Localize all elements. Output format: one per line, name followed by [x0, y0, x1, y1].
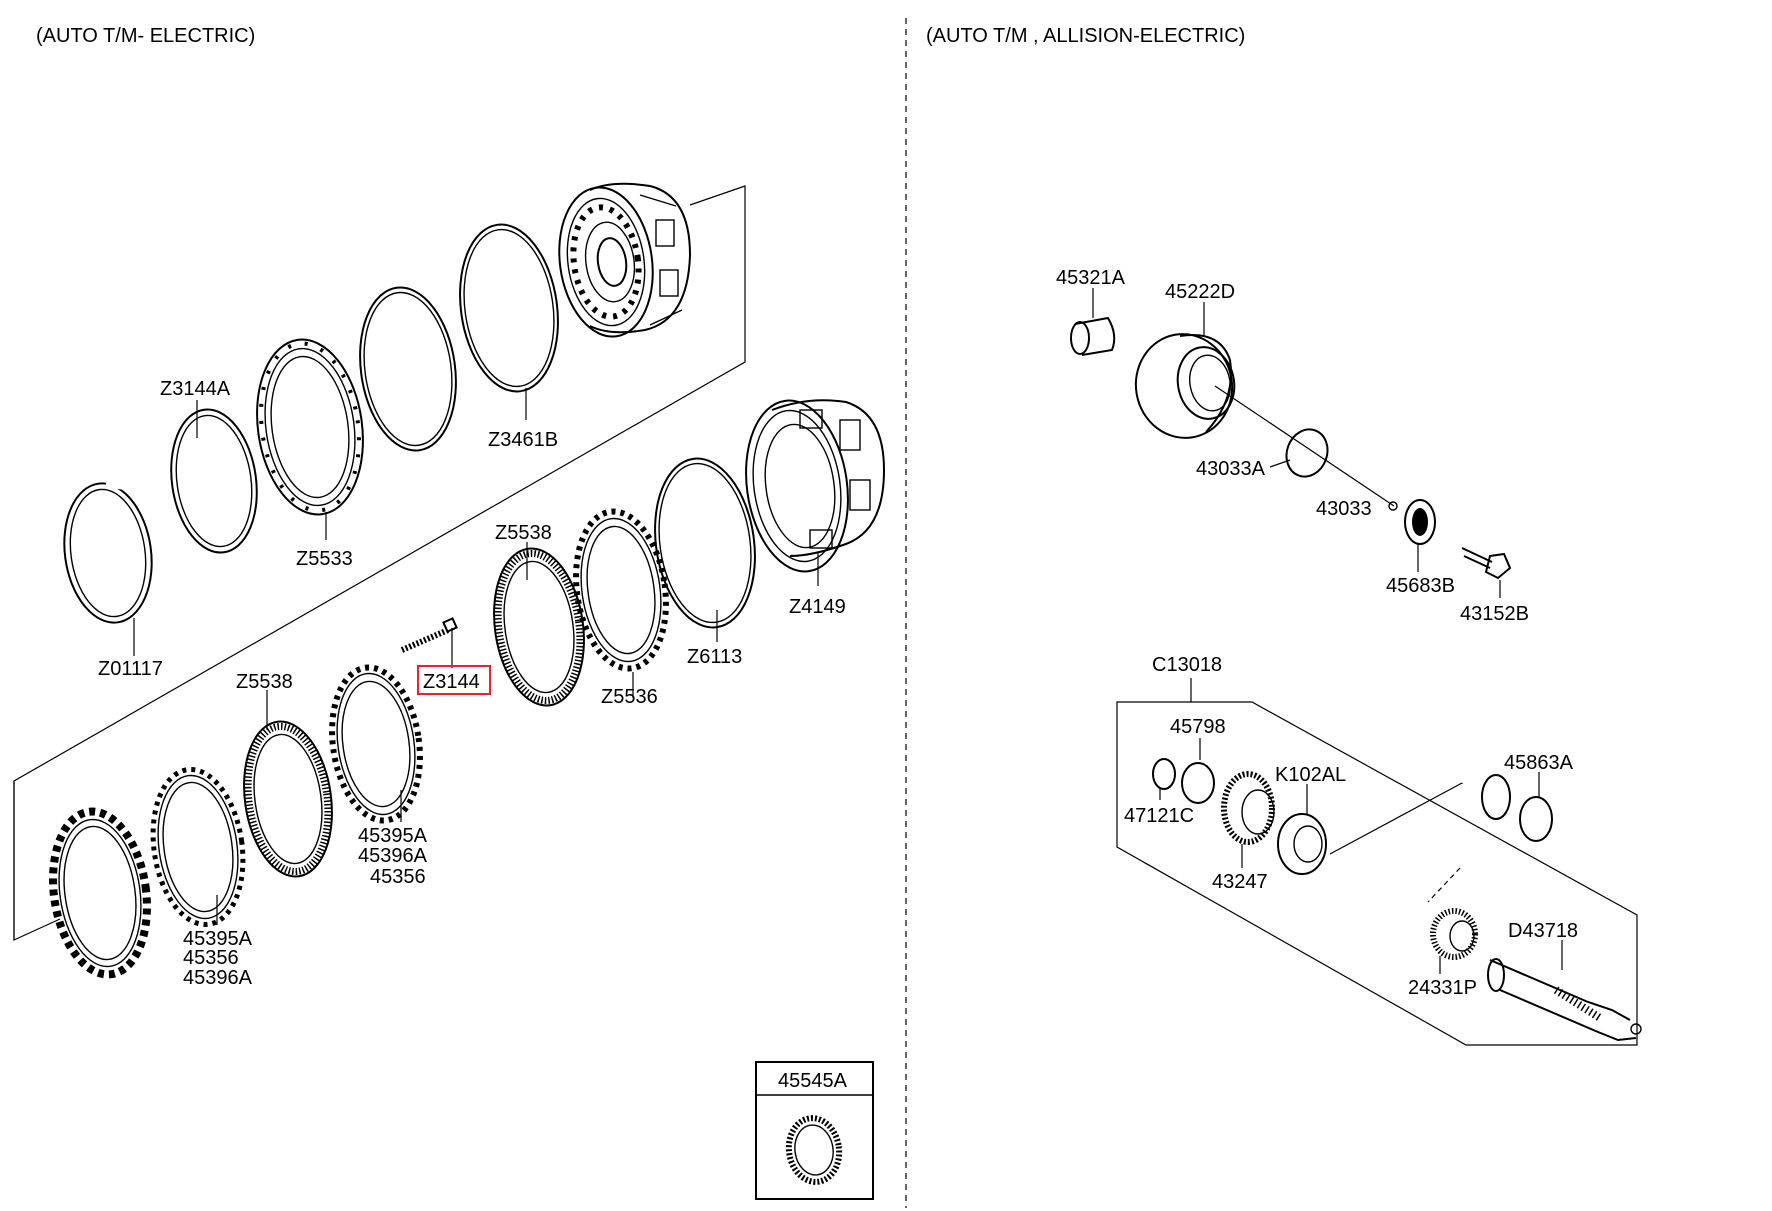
nut-45683b — [1404, 499, 1436, 545]
label-43247[interactable]: 43247 — [1212, 871, 1268, 893]
bearing-k102al — [1277, 813, 1327, 875]
label-c13018[interactable]: C13018 — [1152, 654, 1222, 676]
label-z3461b[interactable]: Z3461B — [488, 429, 558, 451]
inset-box-45545a — [755, 1061, 874, 1200]
label-z5538-upper[interactable]: Z5538 — [495, 522, 552, 544]
label-z3144a[interactable]: Z3144A — [160, 378, 231, 400]
snap-ring-z3144a — [170, 408, 258, 554]
split-ring-z01117 — [63, 481, 153, 624]
label-z5538-lower[interactable]: Z5538 — [236, 671, 293, 693]
o-ring-43033a — [1285, 428, 1329, 478]
label-z01117[interactable]: Z01117 — [98, 658, 163, 680]
left-section-header: (AUTO T/M- ELECTRIC) — [36, 25, 255, 47]
ring-z6113 — [654, 457, 756, 629]
seal-ring-z3461b — [459, 223, 559, 393]
gear-ring-45545a — [785, 1115, 843, 1185]
label-45395a-b[interactable]: 45395A — [183, 928, 253, 950]
friction-disc-z5538-upper — [493, 547, 585, 707]
return-spring-z3144 — [400, 617, 458, 653]
label-k102al[interactable]: K102AL — [1275, 764, 1346, 786]
gear-43247 — [1221, 771, 1275, 845]
label-z5536[interactable]: Z5536 — [601, 686, 658, 708]
outer-toothed-plate — [49, 807, 151, 979]
label-z5533[interactable]: Z5533 — [296, 548, 353, 570]
label-45321a[interactable]: 45321A — [1056, 267, 1126, 289]
label-45863a[interactable]: 45863A — [1504, 752, 1574, 774]
ring-45863a-inner — [1481, 774, 1511, 820]
bolt-43152b — [1461, 547, 1512, 580]
label-45545a[interactable]: 45545A — [778, 1070, 848, 1092]
piston-z5533 — [256, 338, 364, 516]
right-section-header: (AUTO T/M , ALLISION-ELECTRIC) — [926, 25, 1245, 47]
label-47121c[interactable]: 47121C — [1124, 805, 1194, 827]
steel-plate-45395a-upper — [329, 664, 423, 824]
clutch-housing — [558, 182, 692, 338]
label-43033[interactable]: 43033 — [1316, 498, 1372, 520]
label-d43718[interactable]: D43718 — [1508, 920, 1578, 942]
shaft-d43718 — [1487, 958, 1642, 1042]
label-43033a[interactable]: 43033A — [1196, 458, 1266, 480]
label-45356-a[interactable]: 45356 — [370, 866, 426, 888]
left-assembly-outline — [13, 185, 746, 941]
ring-45863a — [1519, 796, 1553, 842]
label-45356-b[interactable]: 45356 — [183, 947, 239, 969]
steel-plate-45395a-lower — [150, 767, 246, 927]
label-45222d[interactable]: 45222D — [1165, 281, 1235, 303]
ring-45798 — [1181, 762, 1215, 804]
clip-43033 — [1388, 501, 1398, 511]
needle-bearing-24331p — [1430, 908, 1478, 960]
label-45395a-a[interactable]: 45395A — [358, 825, 428, 847]
highlight-box-z3144 — [417, 665, 491, 695]
cover-45222d — [1134, 333, 1395, 507]
c13018-outline — [1116, 701, 1638, 1046]
label-z3144[interactable]: Z3144 — [423, 671, 480, 693]
ring-47121c — [1152, 758, 1176, 790]
label-45396a-b[interactable]: 45396A — [183, 967, 253, 989]
label-45683b[interactable]: 45683B — [1386, 575, 1455, 597]
bushing-45321a — [1070, 316, 1116, 356]
label-24331p[interactable]: 24331P — [1408, 977, 1477, 999]
label-z6113[interactable]: Z6113 — [687, 646, 742, 668]
label-43152b[interactable]: 43152B — [1460, 603, 1529, 625]
friction-disc-z5538-lower — [243, 720, 333, 878]
label-45798[interactable]: 45798 — [1170, 716, 1226, 738]
drum-z4149 — [745, 399, 886, 573]
label-45396a-a[interactable]: 45396A — [358, 845, 428, 867]
label-z4149[interactable]: Z4149 — [789, 596, 846, 618]
seal-ring-middle — [359, 286, 457, 452]
